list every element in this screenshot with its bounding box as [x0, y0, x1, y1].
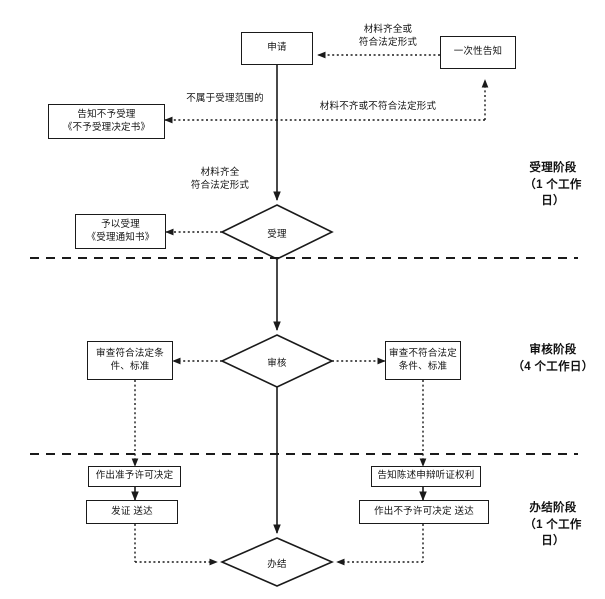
node-review-conform-line2: 件、标准 — [110, 360, 150, 372]
node-make-permit-decision-label: 作出准予许可决定 — [95, 470, 174, 482]
edge-label-materials-incomplete-line1: 材料不齐或不符合法定形式 — [319, 101, 437, 112]
stage-label-acceptance-line1: 受理阶段 — [529, 162, 577, 174]
stage-label-review: 审核阶段 （4 个工作日） — [501, 342, 605, 375]
node-make-permit-decision[interactable]: 作出准予许可决定 — [88, 466, 181, 487]
stage-label-review-line1: 审核阶段 — [529, 344, 577, 356]
edge-label-materials-complete-or-legal-line1: 材料齐全或 — [363, 24, 413, 35]
stage-label-completion-line1: 办结阶段 — [529, 502, 577, 514]
edge-label-out-of-scope: 不属于受理范围的 — [170, 93, 280, 106]
stage-label-review-line2: （4 个工作日） — [512, 360, 594, 373]
node-notify-rights[interactable]: 告知陈述申辩听证权利 — [371, 466, 481, 487]
stage-label-completion-line3: 日） — [541, 535, 565, 548]
node-one-time-notice-label: 一次性告知 — [453, 46, 503, 58]
stage-label-acceptance: 受理阶段 （1 个工作 日） — [505, 160, 601, 210]
node-notify-not-accepted[interactable]: 告知不予受理 《不予受理决定书》 — [48, 104, 165, 139]
edge-label-materials-incomplete: 材料不齐或不符合法定形式 — [298, 101, 458, 114]
edge-label-materials-complete-or-legal-line2: 符合法定形式 — [358, 36, 418, 48]
node-make-refusal-decision-label: 作出不予许可决定 送达 — [374, 505, 474, 517]
node-review-not-conform-line2: 条件、标准 — [398, 360, 448, 372]
edge-label-materials-complete-legal-line2: 符合法定形式 — [190, 179, 250, 191]
node-review-not-conform-line1: 审查不符合法定 — [389, 347, 457, 359]
diamond-completed — [219, 537, 335, 587]
node-review-decision-label: 审核 — [267, 358, 287, 369]
node-acceptance-decision-label: 受理 — [267, 229, 287, 240]
edge-label-out-of-scope-line1: 不属于受理范围的 — [186, 93, 264, 104]
node-make-refusal-decision[interactable]: 作出不予许可决定 送达 — [359, 500, 489, 524]
node-review-not-conform[interactable]: 审查不符合法定 条件、标准 — [385, 341, 461, 380]
node-completed-label: 办结 — [267, 559, 287, 570]
node-issue-and-deliver-label: 发证 送达 — [111, 505, 153, 517]
stage-label-acceptance-line3: 日） — [541, 195, 565, 208]
edge-label-materials-complete-or-legal: 材料齐全或 符合法定形式 — [333, 24, 443, 50]
node-review-conform[interactable]: 审查符合法定条 件、标准 — [87, 341, 173, 380]
node-application-label: 申请 — [267, 42, 287, 54]
node-application[interactable]: 申请 — [241, 32, 313, 65]
node-grant-acceptance-line2: 《受理通知书》 — [86, 231, 155, 243]
edge-label-materials-complete-legal-line1: 材料齐全 — [200, 167, 240, 178]
node-notify-not-accepted-line2: 《不予受理决定书》 — [62, 121, 151, 133]
node-review-conform-line1: 审查符合法定条 — [96, 347, 164, 359]
node-one-time-notice[interactable]: 一次性告知 — [440, 36, 516, 69]
edge-label-materials-complete-legal: 材料齐全 符合法定形式 — [165, 167, 275, 193]
node-grant-acceptance[interactable]: 予以受理 《受理通知书》 — [75, 214, 166, 249]
stage-label-acceptance-line2: （1 个工作 — [524, 178, 582, 191]
stage-label-completion-line2: （1 个工作 — [524, 518, 582, 531]
node-issue-and-deliver[interactable]: 发证 送达 — [86, 500, 178, 524]
node-notify-rights-label: 告知陈述申辩听证权利 — [377, 470, 475, 482]
node-notify-not-accepted-line1: 告知不予受理 — [77, 108, 136, 120]
stage-label-completion: 办结阶段 （1 个工作 日） — [505, 500, 601, 550]
node-grant-acceptance-line1: 予以受理 — [101, 218, 140, 230]
